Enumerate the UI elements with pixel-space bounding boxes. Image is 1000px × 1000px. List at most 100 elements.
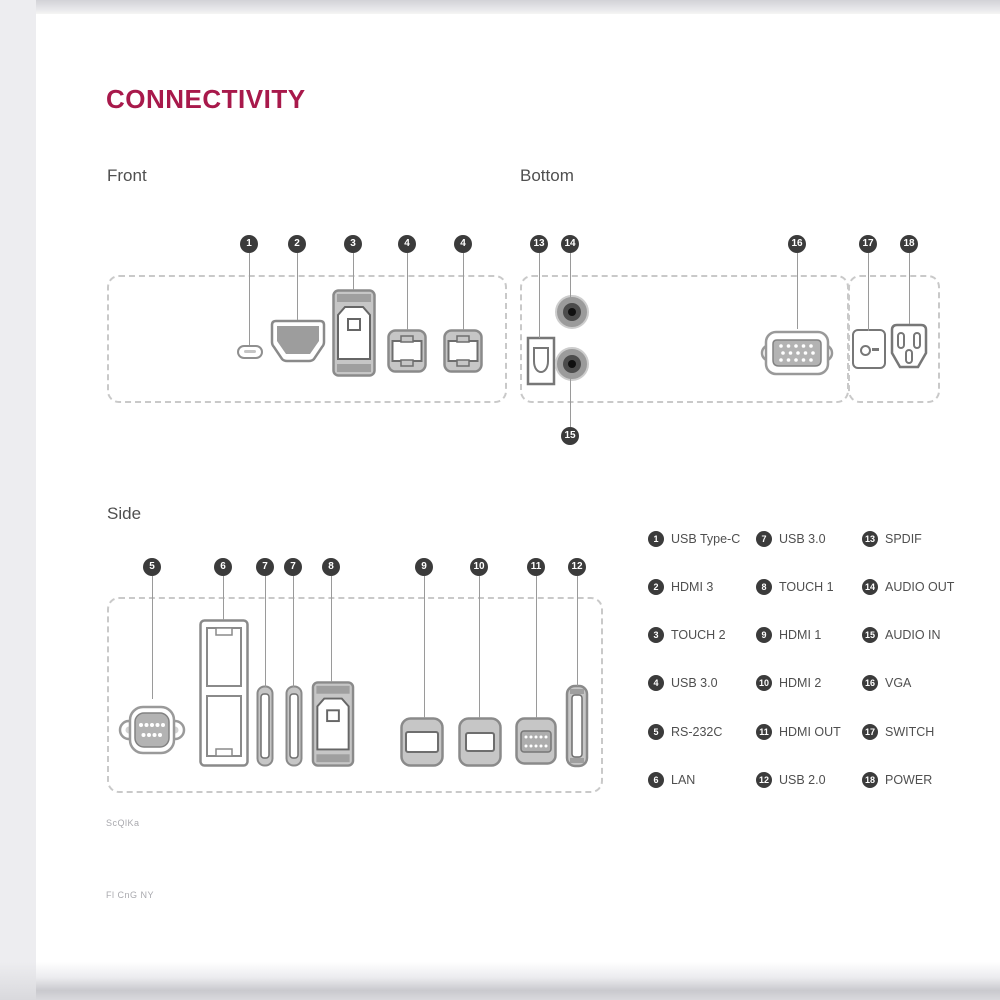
legend-number-badge: 8	[756, 578, 772, 595]
legend-item-1: 1 USB Type-C	[648, 530, 741, 547]
legend-number-badge: 9	[756, 627, 772, 644]
footnote-1: ScQlKa	[106, 818, 140, 828]
side-panel-outline	[107, 597, 603, 793]
callout-leader-line-bottom-14	[569, 253, 571, 298]
hdmi2-port-icon	[457, 716, 503, 768]
legend-label: SWITCH	[885, 724, 935, 739]
legend-label: AUDIO OUT	[885, 579, 955, 594]
callout-front-2: 2	[288, 235, 306, 253]
legend-label: RS-232C	[671, 724, 723, 739]
callout-bottom-13: 13	[530, 235, 548, 253]
legend-label: VGA	[885, 676, 912, 691]
legend-label: TOUCH 1	[779, 579, 834, 594]
legend-number-badge: 10	[756, 675, 772, 692]
callout-leader-line-front-4	[462, 253, 464, 330]
callout-side-5: 5	[143, 558, 161, 576]
callout-leader-line-side-5	[151, 576, 153, 699]
callout-front-4: 4	[454, 235, 472, 253]
callout-side-12: 12	[568, 558, 586, 576]
legend-item-16: 16 VGA	[862, 675, 912, 692]
hdmi-out-port-icon	[514, 716, 558, 766]
callout-leader-line-side-7	[292, 576, 294, 687]
section-label-front: Front	[107, 166, 147, 185]
legend-number-badge: 1	[648, 530, 664, 547]
callout-leader-line-bottom-16	[796, 253, 798, 329]
legend-number-badge: 13	[862, 530, 878, 547]
hdmi3-port-icon	[269, 318, 327, 364]
callout-leader-line-side-8	[330, 576, 332, 682]
legend-label: HDMI 1	[779, 628, 822, 643]
callout-leader-line-side-9	[423, 576, 425, 718]
legend-label: POWER	[885, 772, 933, 787]
legend-number-badge: 7	[756, 530, 772, 547]
legend-number-badge: 18	[862, 771, 878, 788]
callout-front-1: 1	[240, 235, 258, 253]
legend-item-2: 2 HDMI 3	[648, 578, 714, 595]
audio-in-jack-icon	[555, 347, 589, 381]
callout-bottom-16: 16	[788, 235, 806, 253]
vga-port-icon	[759, 327, 835, 379]
callout-leader-line-side-7	[264, 576, 266, 687]
legend-item-7: 7 USB 3.0	[756, 530, 826, 547]
callout-bottom-17: 17	[859, 235, 877, 253]
switch-port-icon	[852, 329, 886, 369]
callout-bottom-14: 14	[561, 235, 579, 253]
legend-item-13: 13 SPDIF	[862, 530, 922, 547]
legend-label: USB Type-C	[671, 531, 741, 546]
callout-front-4: 4	[398, 235, 416, 253]
legend-label: SPDIF	[885, 531, 922, 546]
bottom-page-shadow	[36, 962, 1000, 1000]
legend-label: USB 3.0	[671, 676, 718, 691]
usb-type-c-port-icon	[237, 345, 263, 359]
legend-number-badge: 6	[648, 771, 664, 788]
callout-leader-line-bottom-15	[569, 376, 571, 427]
callout-leader-line-front-3	[352, 253, 354, 290]
legend-item-9: 9 HDMI 1	[756, 626, 822, 644]
spdif-port-icon	[526, 336, 556, 386]
section-label-bottom: Bottom	[520, 166, 574, 185]
rs232c-port-icon	[117, 697, 187, 763]
callout-side-7: 7	[256, 558, 274, 576]
legend-item-14: 14 AUDIO OUT	[862, 578, 955, 595]
section-label-side: Side	[107, 504, 142, 523]
legend-label: HDMI OUT	[779, 724, 841, 739]
legend-item-8: 8 TOUCH 1	[756, 578, 834, 595]
callout-bottom-18: 18	[900, 235, 918, 253]
callout-leader-line-front-4	[406, 253, 408, 330]
touch2-usb-b-port-icon	[331, 288, 377, 378]
callout-leader-line-bottom-18	[908, 253, 910, 324]
callout-side-9: 9	[415, 558, 433, 576]
touch1-usb-b-port-icon	[310, 680, 356, 768]
callout-leader-line-bottom-13	[538, 253, 540, 338]
usb3-side-port-icon-2	[285, 685, 303, 767]
legend-number-badge: 14	[862, 578, 878, 595]
legend-label: LAN	[671, 772, 696, 787]
legend-item-6: 6 LAN	[648, 771, 696, 788]
legend-number-badge: 17	[862, 723, 878, 740]
callout-leader-line-side-6	[222, 576, 224, 620]
usb3-front-port-icon-2	[442, 328, 484, 374]
callout-side-6: 6	[214, 558, 232, 576]
legend-label: USB 2.0	[779, 772, 826, 787]
callout-leader-line-side-10	[478, 576, 480, 718]
legend-label: HDMI 3	[671, 579, 714, 594]
power-inlet-icon	[888, 322, 930, 372]
legend-label: USB 3.0	[779, 531, 826, 546]
callout-side-8: 8	[322, 558, 340, 576]
legend-number-badge: 12	[756, 771, 772, 788]
legend-number-badge: 2	[648, 578, 664, 595]
legend-number-badge: 16	[862, 675, 878, 692]
lan-dual-rj45-icon	[198, 618, 250, 768]
callout-leader-line-front-2	[296, 253, 298, 320]
usb3-front-port-icon-1	[386, 328, 428, 374]
page-title: CONNECTIVITY	[106, 84, 306, 114]
left-gutter	[0, 0, 36, 1000]
legend-number-badge: 3	[648, 627, 664, 644]
bottom-panel-outline-power	[848, 275, 940, 403]
left-gutter-shadow	[0, 962, 36, 1000]
